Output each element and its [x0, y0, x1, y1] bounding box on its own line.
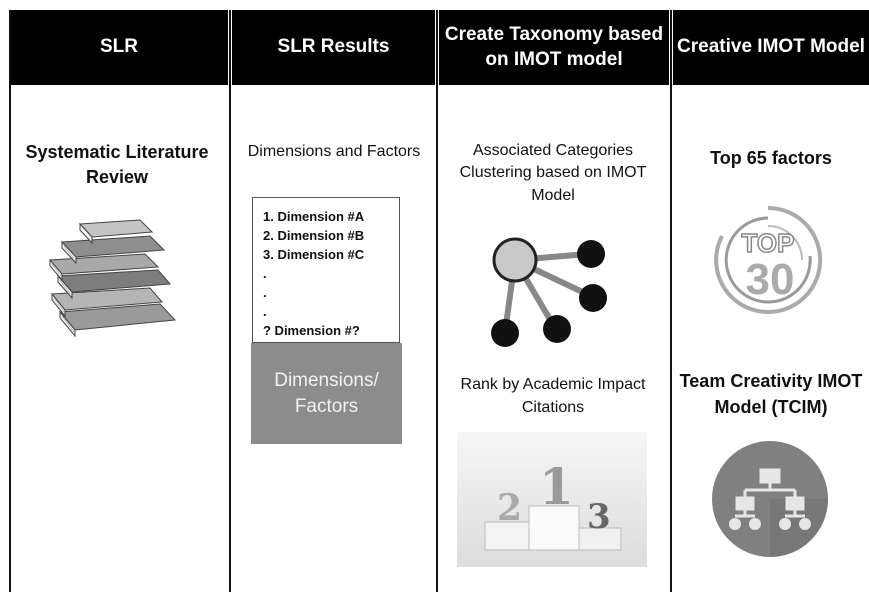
- dimension-list: 1. Dimension #A 2. Dimension #B 3. Dimen…: [252, 197, 400, 343]
- hierarchy-icon: [712, 441, 828, 557]
- node: [579, 284, 607, 312]
- dimensions-factors-box: Dimensions/ Factors: [251, 343, 402, 444]
- column-slr: SLR: [10, 10, 228, 592]
- rank-label: Rank by Academic Impact Citations: [460, 376, 646, 417]
- list-item: 1. Dimension #A: [263, 209, 365, 224]
- clustering-label: Associated Categories Clustering based o…: [459, 142, 647, 204]
- column-taxonomy: Create Taxonomy based on IMOT model: [439, 10, 669, 592]
- header-slr-results: SLR Results: [232, 10, 435, 85]
- list-item: 2. Dimension #B: [263, 228, 365, 243]
- hub-node: [492, 237, 538, 283]
- badge-top: TOP: [742, 228, 795, 258]
- list-item: .: [263, 285, 267, 300]
- column-model: Creative IMOT Model: [673, 10, 869, 592]
- tcim-label: Team Creativity IMOT Model (TCIM): [679, 371, 863, 418]
- header-slr: SLR: [10, 10, 228, 85]
- list-item: .: [263, 266, 267, 281]
- node: [491, 319, 519, 347]
- node: [577, 240, 605, 268]
- list-item: .: [263, 304, 267, 319]
- header-taxonomy: Create Taxonomy based on IMOT model: [439, 10, 669, 85]
- list-item: ? Dimension #?: [263, 323, 360, 338]
- column-slr-results: SLR Results: [232, 10, 435, 592]
- slr-title: Systematic Literature Review: [25, 142, 209, 188]
- divider: [670, 10, 672, 592]
- divider: [229, 10, 231, 592]
- box-label: Dimensions/ Factors: [274, 369, 379, 417]
- node: [543, 315, 571, 343]
- results-subtitle: Dimensions and Factors: [247, 143, 421, 160]
- podium-icon: 2 1 3: [457, 432, 647, 567]
- divider: [436, 10, 438, 592]
- books-icon: [48, 219, 177, 338]
- badge-number: 30: [746, 255, 795, 304]
- header-model: Creative IMOT Model: [673, 10, 869, 85]
- top-badge-icon: TOP 30: [714, 206, 823, 314]
- list-item: 3. Dimension #C: [263, 247, 365, 262]
- top-factors-label: Top 65 factors: [710, 148, 832, 168]
- podium-third: 3: [587, 497, 611, 537]
- divider: [9, 10, 11, 592]
- network-icon: [491, 237, 607, 347]
- podium-first: 1: [539, 457, 574, 516]
- podium-second: 2: [497, 487, 522, 529]
